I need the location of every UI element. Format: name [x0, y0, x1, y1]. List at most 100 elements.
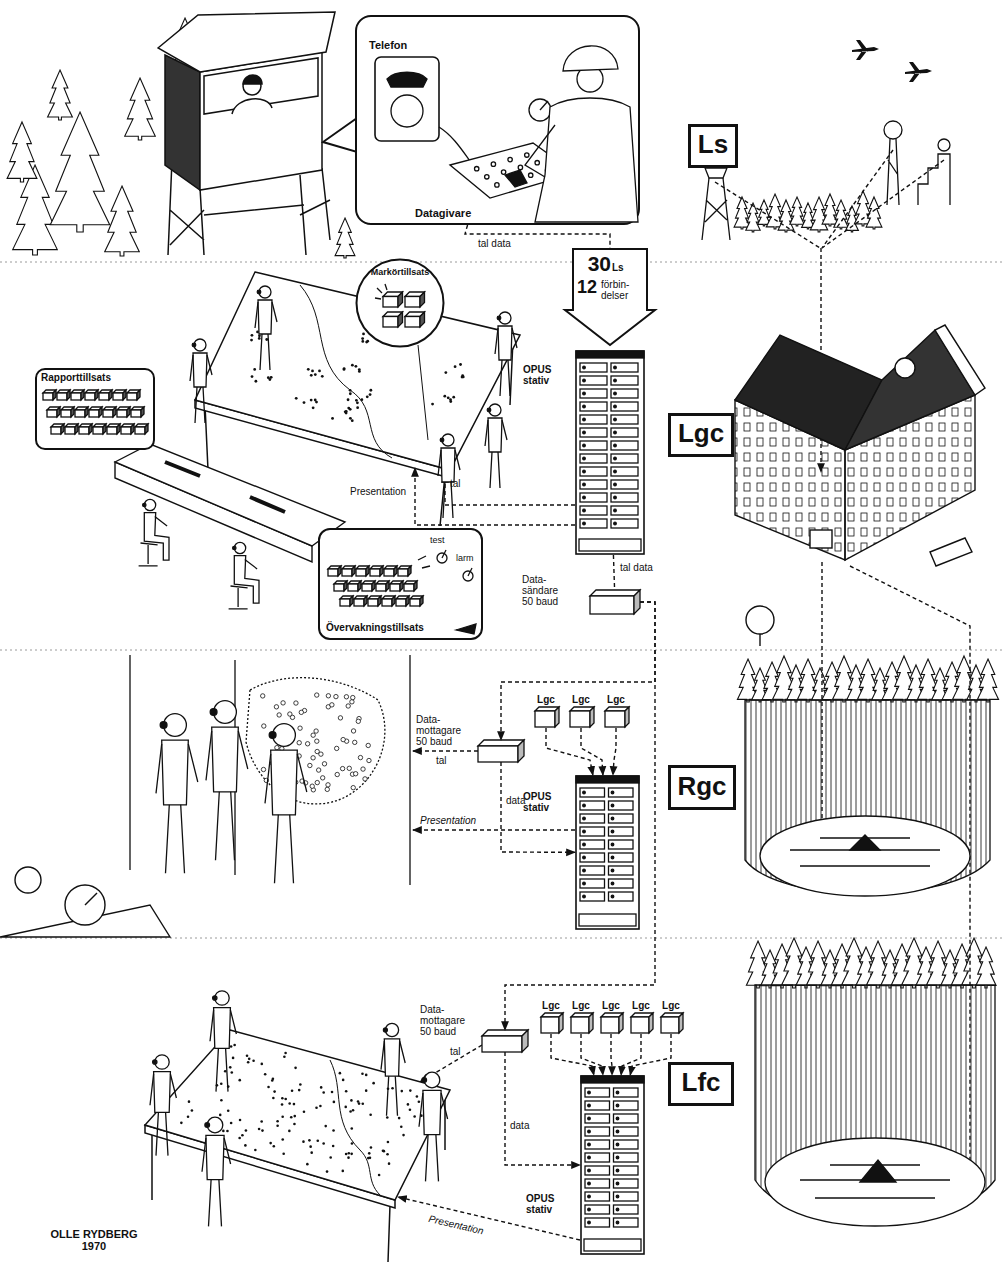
person-figure: [150, 1074, 176, 1156]
map-marker: [261, 1063, 264, 1066]
person-figure: [485, 420, 507, 488]
person-figure: [213, 996, 217, 1000]
modem-box: [478, 740, 524, 762]
station-box: [541, 1013, 563, 1033]
modem-box: [482, 1030, 528, 1052]
map-marker: [400, 1090, 403, 1093]
map-marker: [310, 374, 313, 377]
data-link: [621, 1034, 641, 1075]
data-link: [465, 225, 610, 248]
equipment-rack: [609, 827, 634, 836]
node-text: 12: [577, 278, 603, 298]
equipment-rack: [583, 843, 586, 846]
report-line: [715, 182, 820, 248]
equipment-rack: [614, 444, 617, 447]
map-marker: [306, 1163, 309, 1166]
map-marker: [391, 1087, 394, 1090]
person-figure: [150, 1055, 176, 1156]
map-marker: [309, 1145, 312, 1148]
map-marker: [386, 1153, 389, 1156]
callout-box: [121, 427, 131, 434]
map-marker: [297, 741, 301, 745]
station-box: [601, 1013, 623, 1033]
node-text: Ls: [688, 130, 738, 159]
callout-box: [535, 98, 638, 222]
equipment-rack: [616, 1117, 619, 1120]
map-marker: [449, 400, 452, 403]
equipment-rack: [614, 457, 617, 460]
equipment-rack: [585, 1114, 610, 1123]
map-marker: [358, 755, 362, 759]
map-marker: [268, 378, 271, 381]
person-figure: [495, 312, 517, 396]
rock-shelter: [765, 1138, 985, 1226]
map-marker: [378, 1174, 381, 1177]
equipment-rack: [575, 350, 645, 555]
map-marker: [291, 1089, 294, 1092]
equipment-rack: [583, 496, 586, 499]
person-figure: [190, 339, 212, 423]
map-marker: [188, 1100, 191, 1103]
map-marker: [251, 334, 254, 337]
map-marker: [344, 695, 348, 699]
map-marker: [318, 369, 321, 372]
tree: [790, 197, 804, 226]
map-marker: [314, 729, 318, 733]
node-text: 30: [573, 252, 611, 275]
station-box: [559, 1013, 563, 1033]
command-building: [930, 538, 972, 566]
map-marker: [310, 784, 314, 788]
equipment-rack: [583, 522, 586, 525]
rock-shelter: [745, 700, 990, 896]
callout-circle: [420, 312, 425, 327]
callout-box: [392, 596, 395, 606]
callout-tail: [323, 118, 357, 152]
map-marker: [281, 1097, 284, 1100]
equipment-rack: [611, 882, 614, 885]
modem-box: Data-sändare 50 baud: [590, 590, 640, 614]
person-figure: [265, 754, 307, 883]
map-marker: [369, 1157, 372, 1160]
equipment-rack: [614, 1140, 639, 1149]
station-box: [605, 711, 625, 727]
map-marker: [312, 406, 315, 409]
person-figure: [139, 286, 517, 1226]
equipment-rack: [583, 817, 586, 820]
map-marker: [345, 410, 348, 413]
tree: [977, 659, 998, 702]
callout-box: [350, 596, 353, 606]
map-marker: [334, 746, 338, 750]
map-marker: [219, 1114, 222, 1117]
map-marker: [305, 742, 309, 746]
map-marker: [340, 766, 344, 770]
radar-tower: [938, 139, 950, 151]
map-marker: [329, 1156, 332, 1159]
map-marker: [316, 1139, 319, 1142]
equipment-rack: [614, 483, 617, 486]
station-box: [555, 707, 559, 727]
equipment-rack: [611, 428, 638, 437]
command-building: [735, 325, 985, 646]
modem-box: Data-mottagare 50 baud: [478, 740, 524, 762]
watch-tower: [200, 52, 322, 190]
equipment-rack: [588, 1156, 591, 1159]
node-text: Telefon: [369, 39, 439, 51]
map-marker: [232, 1057, 235, 1060]
map-marker: [261, 767, 265, 771]
person-figure: [205, 1123, 210, 1128]
map-marker: [233, 1044, 236, 1047]
map-marker: [347, 398, 350, 401]
map-marker: [293, 1123, 296, 1126]
equipment-rack: [616, 1156, 619, 1159]
person-figure: [206, 1135, 224, 1179]
map-marker: [254, 380, 257, 383]
map-marker: [314, 399, 317, 402]
equipment-rack: [585, 1179, 610, 1188]
callout-box: [501, 170, 505, 174]
map-marker: [293, 1103, 296, 1106]
band-divider: [0, 650, 1005, 651]
callout-box: [131, 410, 141, 417]
callout-box: [375, 46, 638, 222]
equipment-rack: [614, 379, 617, 382]
